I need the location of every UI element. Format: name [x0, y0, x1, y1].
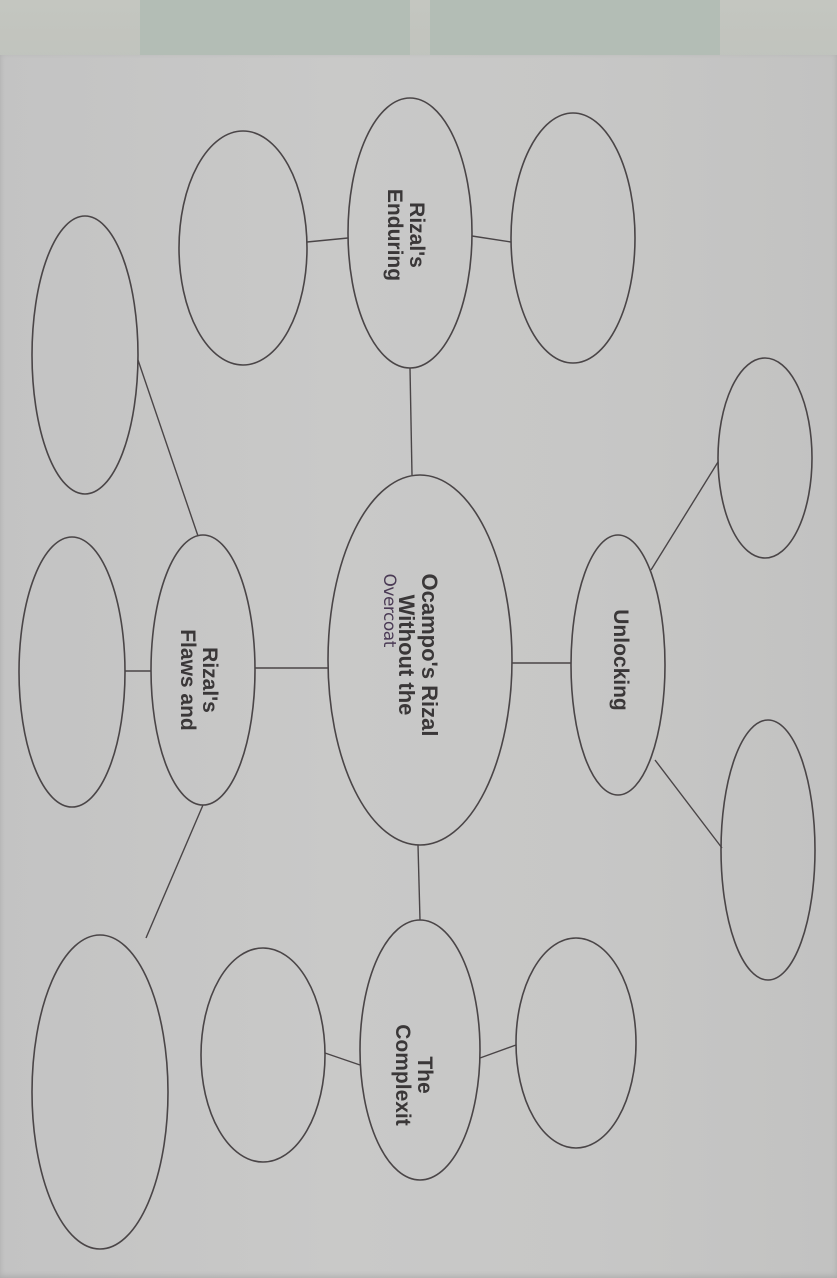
connectors [125, 235, 723, 1066]
connector-flaws-topleft [137, 359, 199, 537]
flaws-line-1: Rizal's [198, 647, 222, 713]
connector-complexity-left [324, 1052, 361, 1066]
enduring-line-1: Rizal's [405, 202, 429, 268]
branch-label-flaws: Rizal's Flaws and [176, 629, 222, 731]
empty-node-unlocking-bottomright[interactable] [720, 719, 816, 981]
central-title-line-1: Ocampo's Rizal [417, 573, 443, 737]
surface-stripe [430, 0, 720, 58]
branch-node-complexity [359, 919, 481, 1181]
connector-center-complexity [417, 844, 421, 921]
connector-enduring-right [471, 235, 512, 243]
empty-node-flaws-bottomleft[interactable] [31, 934, 169, 1250]
empty-node-flaws-left[interactable] [18, 536, 126, 808]
branch-label-unlocking: Unlocking [609, 609, 633, 711]
branch-label-enduring: Rizal's Enduring [383, 188, 429, 282]
empty-node-enduring-left[interactable] [178, 130, 308, 366]
connector-unlocking-bottomright [654, 759, 723, 849]
complexity-line-1: The [413, 1056, 437, 1094]
table-surface [0, 0, 837, 62]
empty-node-unlocking-topright[interactable] [717, 357, 813, 559]
worksheet-paper [0, 55, 837, 1278]
central-node-label: Ocampo's Rizal Without the Overcoat [379, 573, 443, 737]
connector-unlocking-topright [650, 461, 719, 571]
empty-node-flaws-topleft[interactable] [31, 215, 139, 495]
complexity-line-2: Complexit [391, 1024, 414, 1126]
unlocking-line-1: Unlocking [609, 609, 633, 711]
connector-center-enduring [409, 367, 413, 476]
empty-node-enduring-right[interactable] [510, 112, 636, 364]
enduring-line-2: Enduring [383, 188, 406, 282]
branch-node-enduring [347, 97, 473, 369]
branch-node-unlocking [570, 534, 666, 796]
central-node [327, 474, 513, 846]
connector-enduring-left [306, 237, 349, 243]
connector-flaws-bottomleft [145, 804, 204, 939]
empty-node-complexity-right[interactable] [515, 937, 637, 1149]
branch-label-complexity: The Complexit [391, 1024, 437, 1126]
flaws-line-2: Flaws and [176, 629, 199, 731]
surface-stripe [140, 0, 410, 58]
empty-node-complexity-left[interactable] [200, 947, 326, 1163]
branch-node-flaws [150, 534, 256, 806]
connector-complexity-right [479, 1044, 517, 1059]
